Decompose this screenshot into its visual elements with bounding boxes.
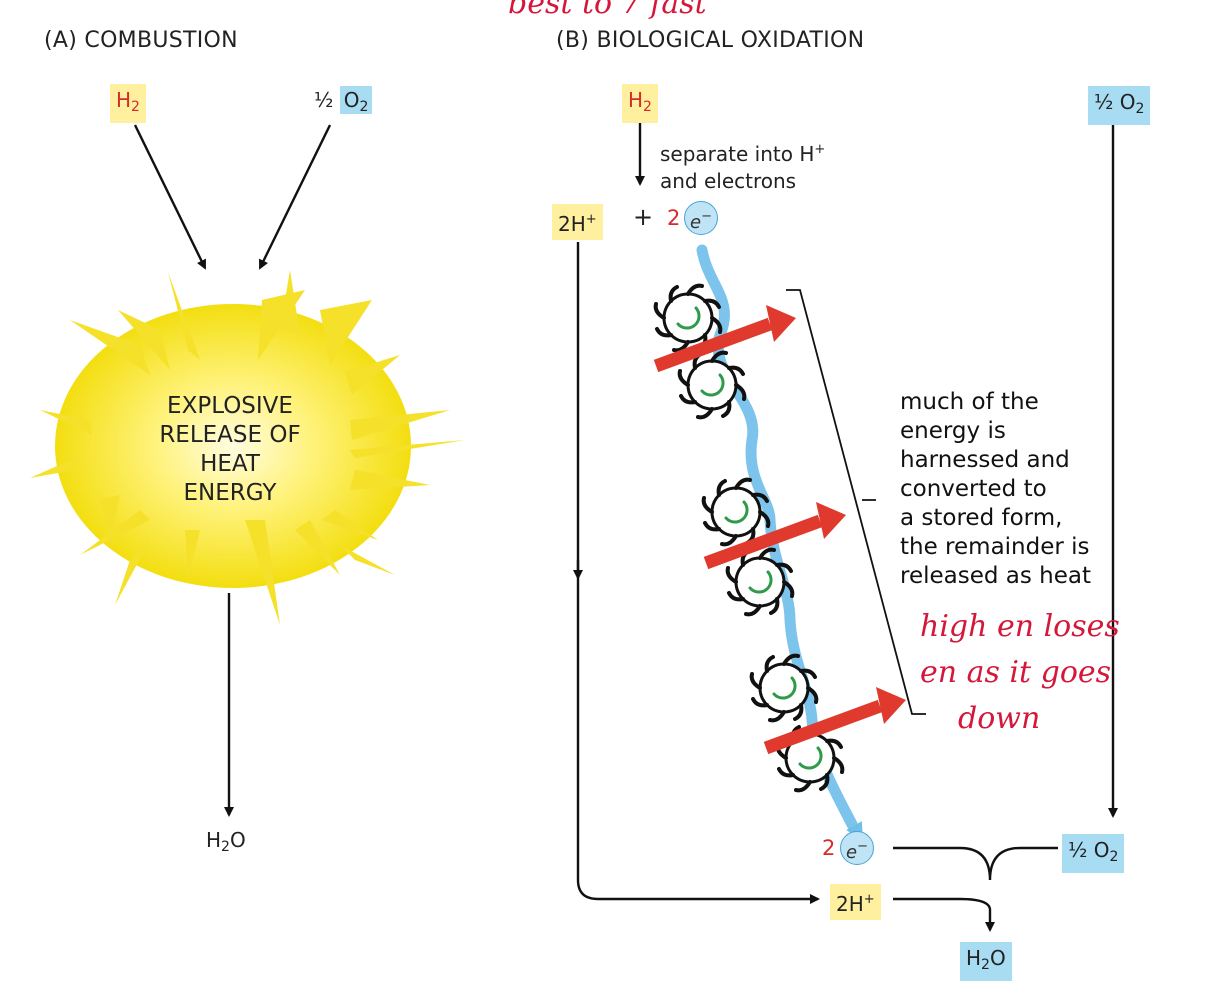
electron-transport-path <box>696 244 864 842</box>
proton-bypass-arrow <box>576 242 820 904</box>
rotor-4 <box>725 547 795 617</box>
plus-sign: + <box>633 203 654 231</box>
h2-to-burst-arrow <box>133 124 207 270</box>
rotor-2 <box>677 350 747 420</box>
electron-count-bottom: 2 <box>822 836 836 860</box>
rotor-1 <box>653 283 723 353</box>
electron-count-top: 2 <box>667 206 681 230</box>
explosion-burst <box>30 270 465 625</box>
bio-o2-top-box: ½ O2 <box>1088 86 1151 125</box>
handwritten-side-note: high en loses en as it goes down <box>920 609 1120 736</box>
handwritten-top-note: best to 7 fast <box>508 0 707 21</box>
panel-a-title: (A) COMBUSTION <box>44 28 238 53</box>
bio-hplus-box: 2H+ <box>552 204 603 240</box>
rotor-5 <box>749 653 819 723</box>
separate-text: separate into H+ and electrons <box>660 142 826 193</box>
o2-to-burst-arrow <box>258 124 332 270</box>
electron-top: e− <box>684 201 718 235</box>
combustion-water-label: H2O <box>206 828 246 855</box>
energy-description: much of the energy is harnessed and conv… <box>900 389 1092 589</box>
bio-hplus-bottom-box: 2H+ <box>830 884 881 920</box>
electron-bottom: e− <box>840 831 874 865</box>
combustion-o2-box: ½ O2 <box>308 84 373 123</box>
merge-to-water-lines <box>893 846 1058 930</box>
explosive-release-text: EXPLOSIVE RELEASE OF HEAT ENERGY <box>159 393 301 506</box>
combustion-o2-blue: O2 <box>339 86 373 115</box>
panel-b-title: (B) BIOLOGICAL OXIDATION <box>556 28 865 53</box>
combustion-h2-box: H2 <box>110 84 146 123</box>
bio-o2-bottom-box: ½ O2 <box>1062 834 1125 873</box>
energy-arrows <box>653 305 906 755</box>
bio-water-box: H2O <box>960 942 1012 981</box>
energy-bracket <box>786 289 926 715</box>
rotor-6 <box>775 723 845 793</box>
bio-h2-box: H2 <box>622 84 658 123</box>
